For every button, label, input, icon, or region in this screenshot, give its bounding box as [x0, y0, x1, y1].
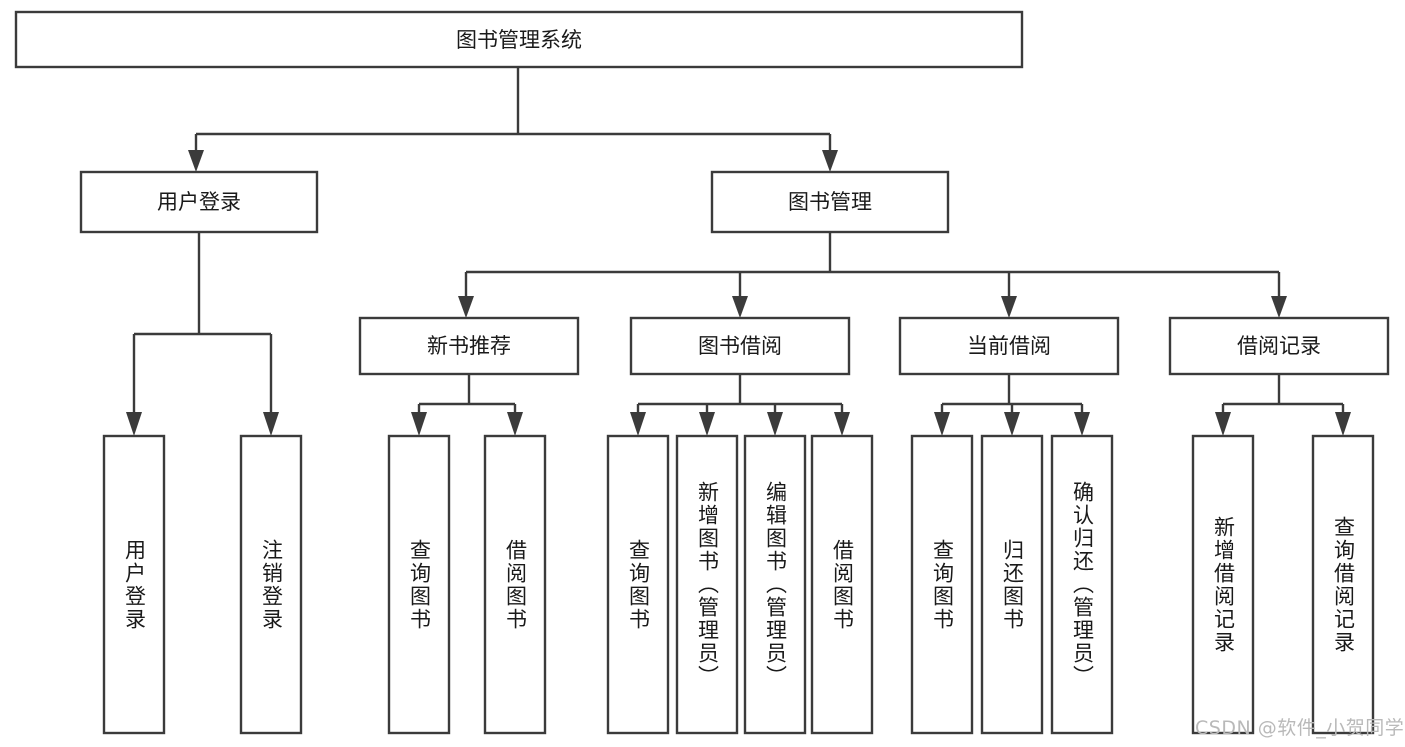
arrowhead-bb-leaf-3: [767, 412, 783, 436]
arrowhead-nbr-leaf-1: [411, 412, 427, 436]
leaf-current-borrow-2[interactable]: [1050, 434, 1114, 735]
arrowhead-borrow-record: [1271, 296, 1287, 318]
node-root[interactable]: [14, 10, 1024, 69]
label-book-borrow: 图书借阅: [698, 334, 782, 358]
label-new-book-recommend: 新书推荐: [427, 334, 511, 358]
label-borrow-record: 借阅记录: [1237, 334, 1321, 358]
node-user-login[interactable]: [79, 170, 319, 234]
leaf-new-book-1[interactable]: [483, 434, 547, 735]
arrowhead-br-leaf-2: [1335, 412, 1351, 436]
node-new-book-recommend[interactable]: [358, 316, 580, 376]
arrowhead-book-manage: [822, 150, 838, 172]
label-user-login: 用户登录: [157, 190, 241, 214]
leaf-book-borrow-2[interactable]: [743, 434, 807, 735]
label-root: 图书管理系统: [456, 28, 582, 52]
nodes-layer: [14, 10, 1390, 735]
arrowhead-current-borrow: [1001, 296, 1017, 318]
arrowhead-cb-leaf-3: [1074, 412, 1090, 436]
node-current-borrow[interactable]: [898, 316, 1120, 376]
leaf-user-login-0[interactable]: [102, 434, 166, 735]
leaf-borrow-record-0[interactable]: [1191, 434, 1255, 735]
arrowhead-leaf-user-login: [126, 412, 142, 436]
leaf-book-borrow-0[interactable]: [606, 434, 670, 735]
leaf-borrow-record-1[interactable]: [1311, 434, 1375, 735]
arrowhead-cb-leaf-2: [1004, 412, 1020, 436]
arrowhead-leaf-logout: [263, 412, 279, 436]
leaf-current-borrow-0[interactable]: [910, 434, 974, 735]
leaf-book-borrow-3[interactable]: [810, 434, 874, 735]
leaf-user-login-1[interactable]: [239, 434, 303, 735]
node-borrow-record[interactable]: [1168, 316, 1390, 376]
arrowhead-new-book: [458, 296, 474, 318]
arrowhead-bb-leaf-4: [834, 412, 850, 436]
arrowhead-bb-leaf-1: [630, 412, 646, 436]
node-book-manage[interactable]: [710, 170, 950, 234]
connectors-layer: [126, 67, 1351, 436]
node-book-borrow[interactable]: [629, 316, 851, 376]
leaf-book-borrow-1[interactable]: [675, 434, 739, 735]
horizontal-labels-layer: 图书管理系统 用户登录 图书管理 新书推荐 图书借阅 当前借阅 借阅记录: [157, 28, 1321, 358]
label-current-borrow: 当前借阅: [967, 334, 1051, 358]
arrowhead-br-leaf-1: [1215, 412, 1231, 436]
leaf-new-book-0[interactable]: [387, 434, 451, 735]
csdn-watermark: CSDN @软件_小贺同学: [1195, 717, 1405, 739]
arrowhead-cb-leaf-1: [934, 412, 950, 436]
arrowhead-bb-leaf-2: [699, 412, 715, 436]
leaf-current-borrow-1[interactable]: [980, 434, 1044, 735]
arrowhead-nbr-leaf-2: [507, 412, 523, 436]
label-book-manage: 图书管理: [788, 190, 872, 214]
arrowhead-user-login: [188, 150, 204, 172]
arrowhead-book-borrow: [732, 296, 748, 318]
